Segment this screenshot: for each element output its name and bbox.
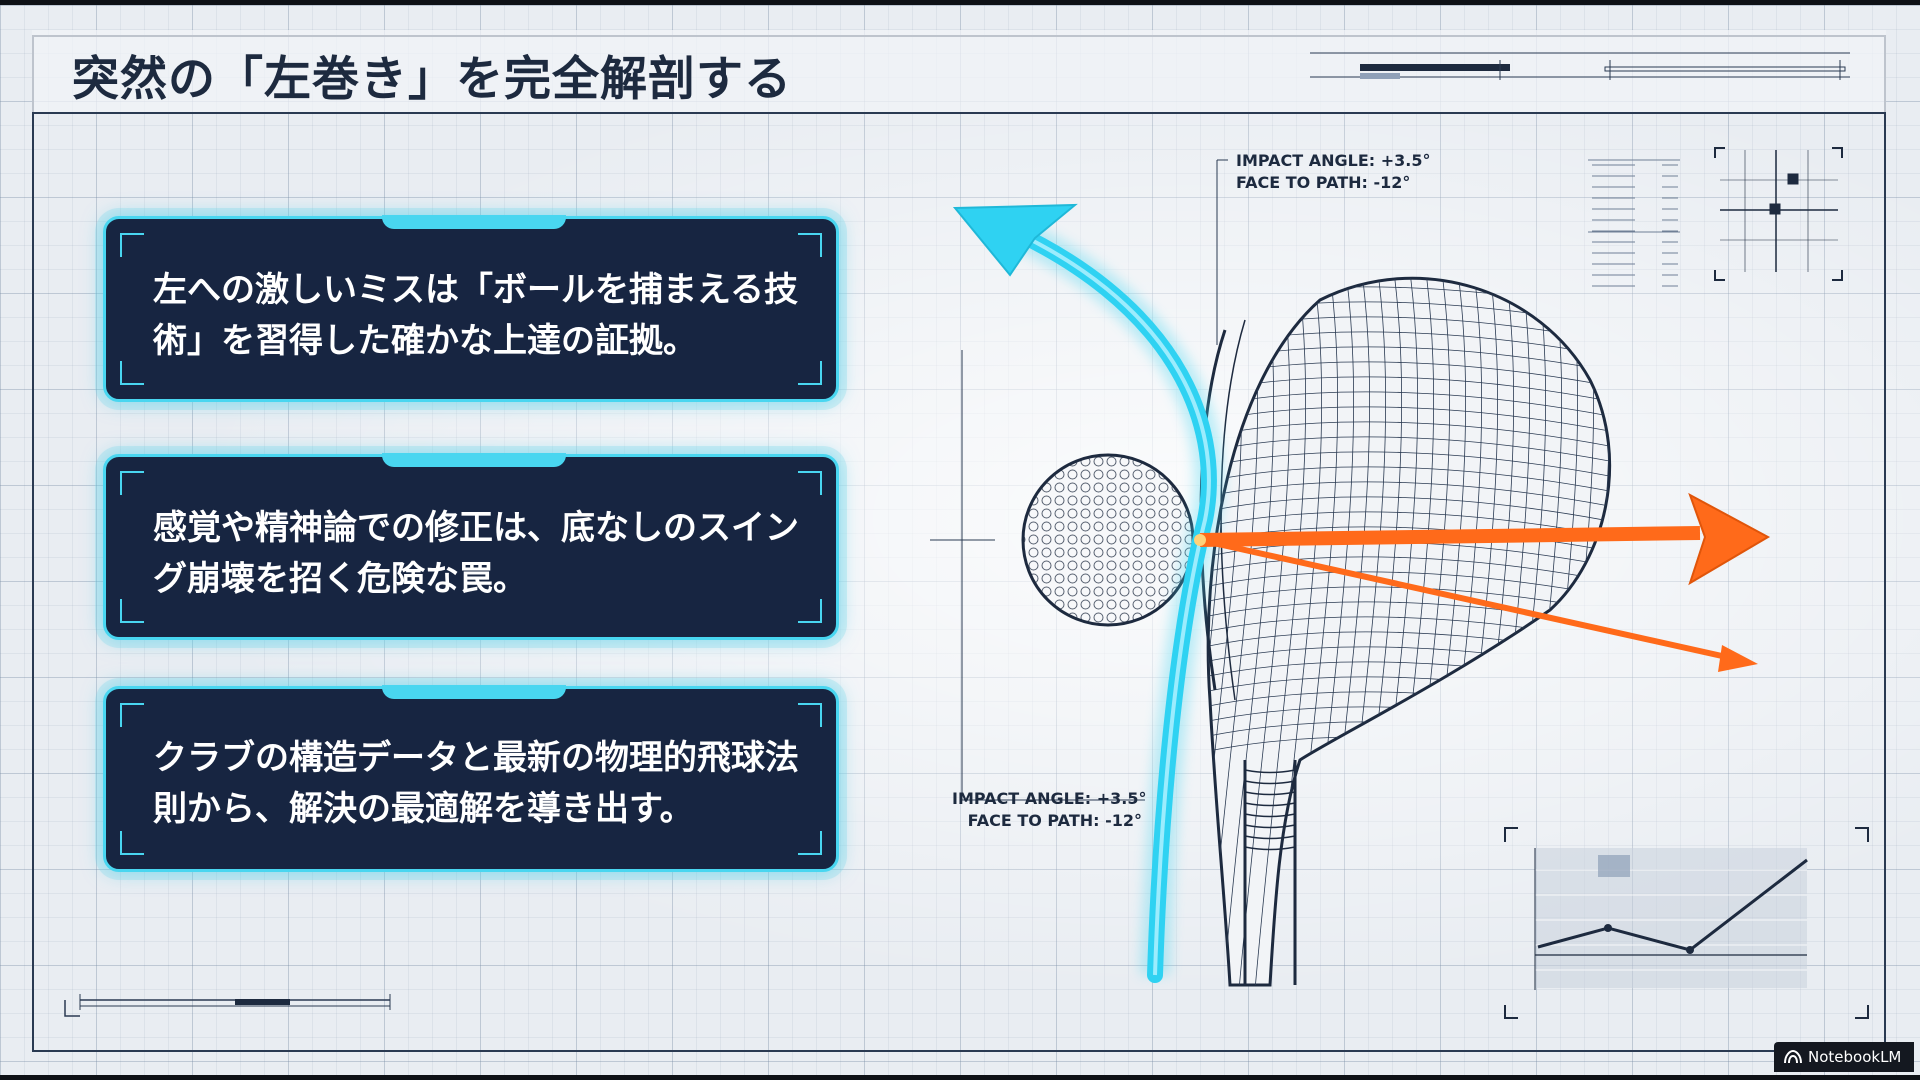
brand-label: NotebookLM — [1808, 1048, 1902, 1066]
header-ruler-decoration — [1310, 52, 1850, 80]
info-card-text: 左への激しいミスは「ボールを捕まえる技術」を習得した確かな上達の証拠。 — [153, 270, 798, 361]
info-card-2: 感覚や精神論での修正は、底なしのスイング崩壊を招く危険な罠。 — [103, 453, 839, 640]
impact-annotation-top: IMPACT ANGLE: +3.5° FACE TO PATH: -12° — [1236, 151, 1431, 192]
info-card-text: 感覚や精神論での修正は、底なしのスイング崩壊を招く危険な罠。 — [153, 508, 799, 599]
dimension-lines — [930, 159, 1228, 801]
golf-ball — [1021, 453, 1195, 627]
bottom-ruler-decoration — [64, 994, 391, 1017]
notebooklm-watermark: NotebookLM — [1774, 1042, 1914, 1072]
spec-table-decoration — [1588, 159, 1680, 287]
info-card-1: 左への激しいミスは「ボールを捕まえる技術」を習得した確かな上達の証拠。 — [103, 215, 839, 402]
club-head-wireframe — [1199, 276, 1612, 987]
swing-path-arrow — [952, 203, 1224, 983]
mini-chart-decoration — [1504, 827, 1869, 1019]
info-card-3: クラブの構造データと最新の物理的飛球法則から、解決の最適解を導き出す。 — [103, 685, 839, 872]
page-title: 突然の「左巻き」を完全解剖する — [72, 52, 792, 107]
notebooklm-logo-icon — [1784, 1050, 1802, 1064]
info-card-text: クラブの構造データと最新の物理的飛球法則から、解決の最適解を導き出す。 — [153, 738, 799, 829]
impact-annotation-bottom: IMPACT ANGLE: +3.5° FACE TO PATH: -12° — [952, 789, 1147, 830]
crosshair-target — [1714, 147, 1843, 281]
ball-flight-arrows — [1194, 492, 1771, 672]
title-bar: 突然の「左巻き」を完全解剖する — [32, 30, 1886, 114]
